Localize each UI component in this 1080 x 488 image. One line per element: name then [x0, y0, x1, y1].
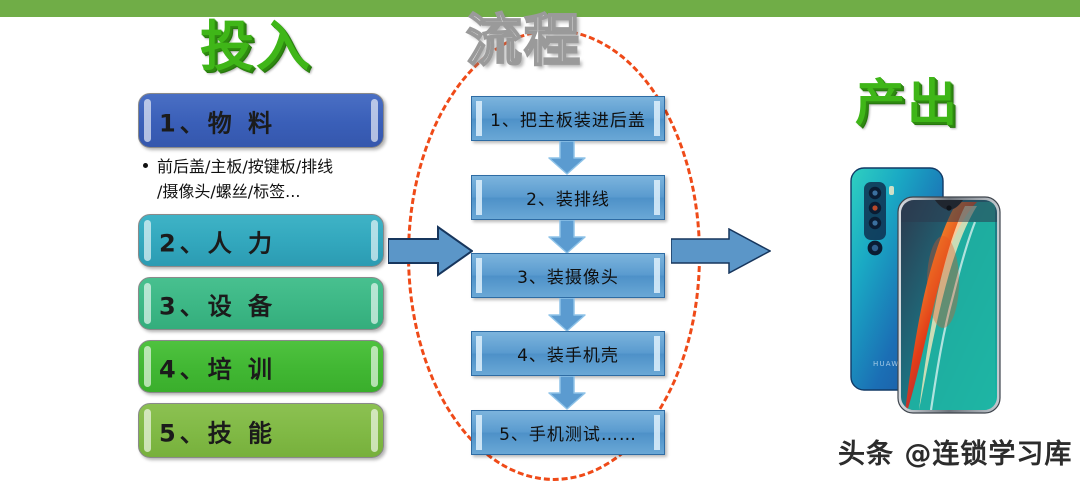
process-step-2[interactable]: 2、装排线 [471, 175, 665, 220]
input-item-label: 1、物 料 [159, 109, 277, 137]
svg-text:HUAWEI: HUAWEI [873, 360, 908, 368]
materials-note-line-2: /摄像头/螺丝/标签... [157, 182, 301, 201]
page-title-output: 产出 [855, 74, 959, 132]
process-step-label: 4、装手机壳 [517, 346, 619, 366]
process-step-4[interactable]: 4、装手机壳 [471, 331, 665, 376]
phone-front-view [897, 196, 1001, 414]
input-item-training[interactable]: 4、培 训 [138, 340, 384, 393]
arrow-down-step-icon [548, 298, 586, 332]
input-item-equipment[interactable]: 3、设 备 [138, 277, 384, 330]
arrow-down-step-icon [548, 220, 586, 254]
input-item-label: 4、培 训 [159, 355, 277, 383]
page-title-input: 投入 [200, 15, 312, 78]
process-step-label: 2、装排线 [526, 190, 610, 210]
input-item-skill[interactable]: 5、技 能 [138, 403, 384, 458]
process-step-1[interactable]: 1、把主板装进后盖 [471, 96, 665, 141]
process-step-label: 3、装摄像头 [517, 268, 619, 288]
process-step-5[interactable]: 5、手机测试…… [471, 410, 665, 455]
arrow-right-input-to-process-icon [388, 225, 473, 277]
arrow-down-step-icon [548, 141, 586, 175]
process-step-label: 1、把主板装进后盖 [490, 111, 646, 131]
product-photo-smartphones: HUAWEI [850, 167, 1001, 414]
materials-note-line-1: 前后盖/主板/按键板/排线 [157, 157, 334, 176]
top-green-band [0, 0, 1080, 17]
input-item-material[interactable]: 1、物 料 [138, 93, 384, 148]
watermark-text: 头条 @连锁学习库 [838, 439, 1073, 470]
arrow-down-step-icon [548, 376, 586, 410]
process-step-label: 5、手机测试…… [499, 425, 637, 445]
materials-note: 前后盖/主板/按键板/排线 /摄像头/螺丝/标签... [140, 154, 402, 204]
page-title-process: 流程 [465, 9, 582, 74]
process-step-3[interactable]: 3、装摄像头 [471, 253, 665, 298]
input-item-label: 2、人 力 [159, 229, 277, 257]
input-item-manpower[interactable]: 2、人 力 [138, 214, 384, 267]
input-item-label: 5、技 能 [159, 419, 277, 447]
bullet-dot-icon [143, 163, 148, 168]
arrow-right-process-to-output-icon [671, 228, 771, 274]
input-item-label: 3、设 备 [159, 292, 277, 320]
